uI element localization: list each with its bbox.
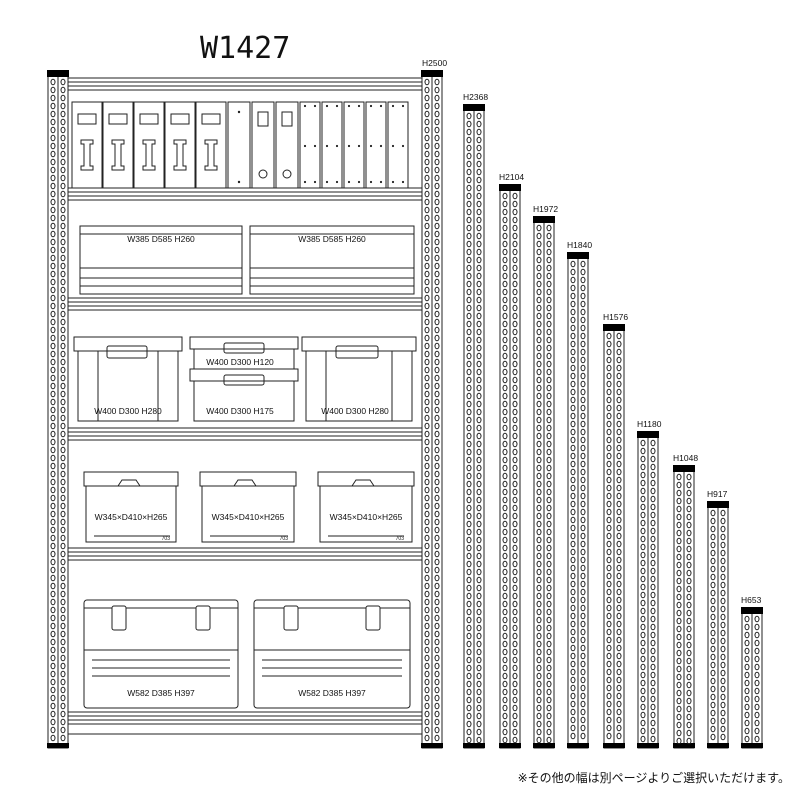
carton-3: W345×D410×H265 703	[317, 471, 415, 543]
case-left-latch-icon	[195, 605, 211, 631]
clip-file	[365, 101, 387, 189]
post-height-label: H2104	[499, 172, 524, 182]
post-height-label: H1048	[673, 453, 698, 463]
shelf-board	[67, 77, 423, 91]
main-left-post	[47, 70, 69, 749]
shelf-board	[67, 711, 423, 725]
crate-left: W400 D300 H280	[73, 336, 183, 422]
case-row: W582 D385 H397 W582 D385 H397	[83, 599, 411, 709]
crate-middle-bottom-label: W400 D300 H175	[206, 406, 274, 416]
storage-box-right: W385 D585 H260	[249, 225, 415, 295]
case-right-latch-icon	[283, 605, 299, 631]
post-h917: H917	[707, 489, 729, 749]
footnote: ※その他の幅は別ページよりご選択いただけます。	[517, 771, 790, 785]
storage-box-right-label: W385 D585 H260	[298, 234, 366, 244]
binder-file	[133, 101, 165, 189]
carton-2-code: 703	[280, 536, 289, 542]
binder-file	[102, 101, 134, 189]
crate-left-label: W400 D300 H280	[94, 406, 162, 416]
main-height-label: H2500	[422, 58, 447, 68]
carton-3-code: 703	[396, 536, 405, 542]
post-height-label: H1180	[637, 419, 662, 429]
carton-3-label: W345×D410×H265	[330, 512, 403, 522]
post-height-label: H2368	[463, 92, 488, 102]
storage-box-left-label: W385 D585 H260	[127, 234, 195, 244]
post-h1840: H1840	[567, 240, 592, 749]
ring-binder	[227, 101, 251, 189]
crate-right: W400 D300 H280	[301, 336, 417, 422]
post-h2104: H2104	[499, 172, 524, 749]
crate-right-label: W400 D300 H280	[321, 406, 389, 416]
case-right-latch-icon	[365, 605, 381, 631]
diagram-title: W1427	[200, 31, 290, 66]
binder-file	[71, 101, 103, 189]
shelf-board	[67, 427, 423, 441]
clip-file	[299, 101, 321, 189]
post-h2368: H2368	[463, 92, 488, 749]
carton-1: W345×D410×H265 703	[83, 471, 179, 543]
carton-row: W345×D410×H265 703 W345×D410×H265 703 W3…	[83, 471, 415, 543]
post-h1180: H1180	[637, 419, 662, 749]
case-left: W582 D385 H397	[83, 599, 239, 709]
shelf-board	[67, 297, 423, 311]
crate-middle-top: W400 D300 H120	[189, 336, 299, 370]
crate-row: W400 D300 H280 W400 D300 H120 W400 D300 …	[73, 336, 417, 422]
main-right-post	[421, 70, 443, 749]
carton-1-code: 703	[162, 536, 171, 542]
post-options: H2368H2104H1972H1840H1576H1180H1048H917H…	[463, 92, 763, 749]
ring-binder	[275, 101, 299, 189]
post-h1576: H1576	[603, 312, 628, 749]
case-left-latch-icon	[111, 605, 127, 631]
carton-2-label: W345×D410×H265	[212, 512, 285, 522]
shelf-board	[67, 187, 423, 201]
post-h1048: H1048	[673, 453, 698, 749]
bottom-board	[67, 723, 423, 735]
binder-file	[164, 101, 196, 189]
post-h653: H653	[741, 595, 763, 749]
crate-middle-top-label: W400 D300 H120	[206, 357, 274, 367]
storage-box-row: W385 D585 H260 W385 D585 H260	[79, 225, 415, 295]
storage-box-left: W385 D585 H260	[79, 225, 243, 295]
clip-file	[343, 101, 365, 189]
case-right: W582 D385 H397	[253, 599, 411, 709]
clip-file	[387, 101, 409, 189]
clip-file	[321, 101, 343, 189]
case-right-label: W582 D385 H397	[298, 688, 366, 698]
post-height-label: H917	[707, 489, 728, 499]
main-shelf-unit	[47, 70, 443, 749]
post-height-label: H1972	[533, 204, 558, 214]
ring-binder	[251, 101, 275, 189]
binder-file	[195, 101, 227, 189]
post-height-label: H653	[741, 595, 762, 605]
post-h1972: H1972	[533, 204, 558, 749]
crate-middle-bottom: W400 D300 H175	[189, 368, 299, 422]
case-left-label: W582 D385 H397	[127, 688, 195, 698]
post-height-label: H1840	[567, 240, 592, 250]
binder-row	[71, 101, 409, 189]
post-height-label: H1576	[603, 312, 628, 322]
carton-1-label: W345×D410×H265	[95, 512, 168, 522]
carton-2: W345×D410×H265 703	[199, 471, 297, 543]
shelf-board	[67, 547, 423, 561]
